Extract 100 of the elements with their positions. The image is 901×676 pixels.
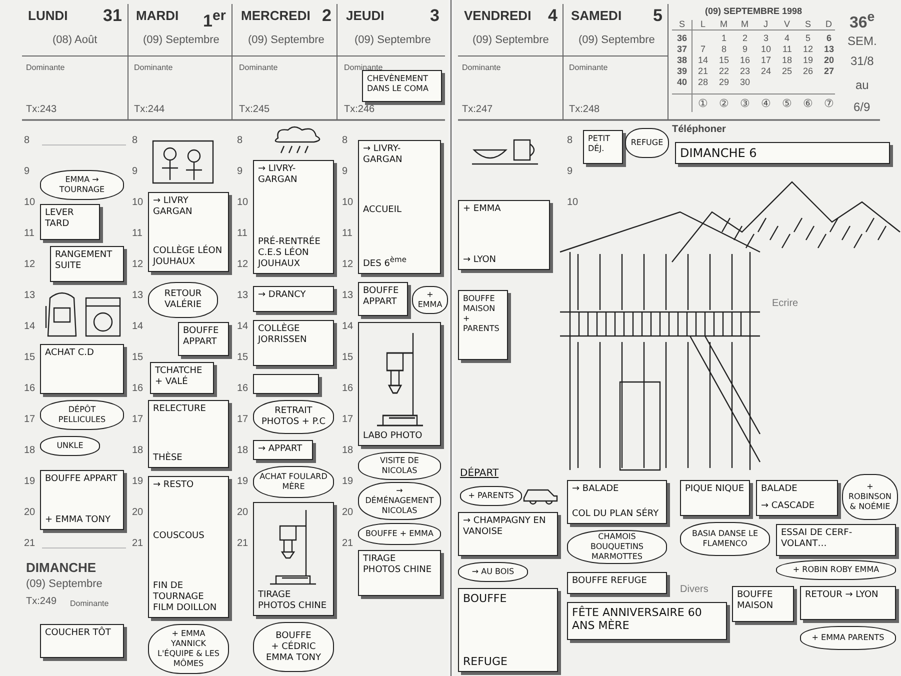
note-text: COLLÈGE JORRISSEN [258,324,308,346]
note-text: → RESTO [153,480,195,491]
hour-number: 21 [132,538,144,549]
calendar-cell: 3 [764,33,769,44]
note-text: BOUFFE APPART [363,286,400,308]
hour-number: 12 [237,259,248,270]
field-label: Dominante [462,62,501,73]
note-box [732,586,794,622]
note-text: → DRANCY [258,290,307,301]
calendar-cell: 23 [740,66,750,77]
month-label: (08) Août [52,34,98,47]
calendar-cell: 37 [677,44,688,55]
day-name: JEUDI [346,10,384,21]
calendar-cell: M [720,19,728,30]
note-text: THÈSE [153,453,184,464]
note-text: → LYON [463,255,498,266]
hour-number: 10 [24,197,36,208]
note-box [776,524,896,556]
note-text: → AU BOIS [470,567,516,577]
hour-number: 13 [24,290,36,301]
note-box [675,142,890,164]
circled-number: ② [719,99,729,110]
hour-number: 19 [237,476,248,487]
week-number: 36$^{e}$ [850,8,875,32]
note-text: CHAMOIS BOUQUETINS MARMOTTES [589,532,644,562]
note-text: BASIA DANSE LE FLAMENCO [690,529,760,549]
code-label: Tx:248 [569,104,600,115]
circled-number: ① [698,99,708,110]
date-number: 3 [430,6,440,26]
calendar-cell: S [805,19,812,30]
note-text: + EMMA TONY [45,515,112,526]
note-text: DÉPÔT PELLICULES [57,405,107,425]
field-label: Dominante [134,62,173,73]
note-box [40,344,124,394]
note-text: DÉPART [460,468,499,479]
hour-number: 13 [237,290,248,301]
note-text: REFUGE [463,655,508,668]
calendar-cell: 9 [742,44,748,55]
calendar-cell: 5 [806,33,811,44]
hour-number: 16 [237,383,248,394]
note-text: + PARENTS [467,491,515,501]
hour-number: 16 [132,383,144,394]
hour-number: 14 [132,321,144,332]
note-text: PRÉ-RENTRÉE C.E.S LÉON JOUHAUX [258,237,322,270]
calendar-cell: 13 [824,44,834,55]
hour-number: 18 [132,445,144,456]
calendar-cell: 25 [782,66,792,77]
note-text: LABO PHOTO [363,431,424,442]
note-text: BOUFFE APPART [183,326,220,348]
hour-number: 14 [342,321,354,332]
calendar-cell: 4 [784,33,790,44]
hour-number: 12 [132,259,144,270]
hour-number: 9 [132,166,138,177]
hour-number: 8 [342,135,348,146]
note-box [358,282,408,316]
calendar-cell: 11 [782,44,792,55]
hour-number: 20 [342,507,354,518]
calendar-cell: 10 [761,44,772,55]
note-text: → DÉMÉNAGEMENT NICOLAS [364,486,435,516]
note-text: ACHAT FOULARD MÈRE [258,472,328,492]
calendar-cell: 38 [677,55,688,66]
hour-number: 19 [132,476,144,487]
note-box [148,400,229,468]
hour-number: 17 [24,414,36,425]
code-label: Tx:244 [134,104,165,115]
note-text: ACHAT C.D [45,348,95,359]
note-text: TCHATCHE + VALÉ [155,366,204,388]
hour-number: 17 [342,414,354,425]
hour-number: 20 [24,507,36,518]
calendar-cell: 24 [761,66,772,77]
note-box [253,160,334,274]
note-text: PETIT DÉJ. [588,134,612,154]
hour-number: 19 [24,476,36,487]
note-text: → CASCADE [761,501,816,512]
note-text: VISITE DE NICOLAS [379,456,420,476]
circled-number: ③ [740,99,750,110]
calendar-title: (09) SEPTEMBRE 1998 [705,6,802,17]
calendar-cell: 17 [761,55,772,66]
day-name: MARDI [136,10,179,21]
note-box [150,362,214,394]
note-box [253,286,334,312]
hour-number: 20 [237,507,248,518]
hour-number: 9 [342,166,348,177]
note-text: LEVER TARD [45,208,75,230]
note-text: BOUFFE [463,592,508,605]
calendar-cell: V [784,19,790,30]
field-label: Dominante [344,62,383,73]
note-text: → LIVRY-GARGAN [363,144,404,166]
note-box [680,480,750,516]
note-text: + CÉDRIC EMMA TONY [264,642,322,664]
hour-number: 9 [567,166,573,177]
note-text: COUCHER TÔT [45,628,112,639]
day-name: DIMANCHE [26,560,96,575]
hour-number: 21 [342,538,354,549]
field-label: Dominante [569,62,608,73]
note-text: → CHAMPAGNY EN VANOISE [463,516,547,538]
note-box [458,290,508,360]
code-label: Tx:246 [344,104,375,115]
hour-number: 17 [132,414,144,425]
note-text: + EMMA PARENTS [810,633,886,643]
